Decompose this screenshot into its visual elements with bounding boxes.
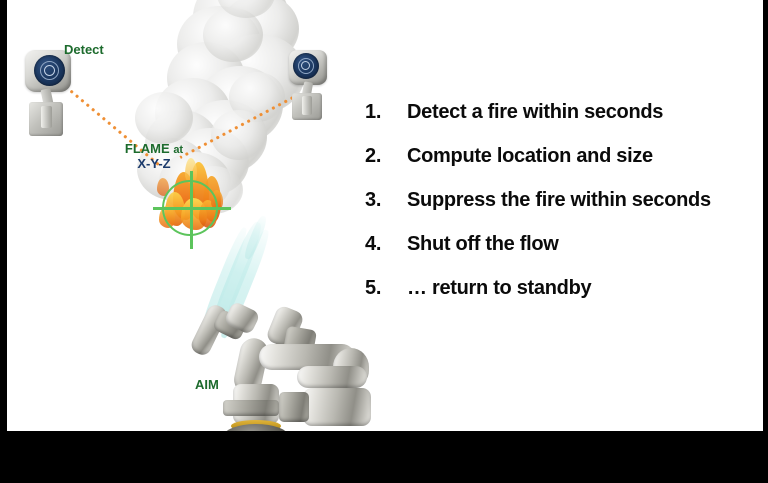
list-item: 1. Detect a fire within seconds [365,101,757,145]
list-item: 4. Shut off the flow [365,233,757,277]
step-number: 4. [365,233,382,255]
step-number: 2. [365,145,382,167]
list-item: 2. Compute location and size [365,145,757,189]
detector-lens-inner [301,61,310,70]
step-text: Detect a fire within seconds [407,101,664,123]
crosshair-target [153,171,231,249]
detector-lens-ring [298,58,314,74]
step-text: Suppress the fire within seconds [407,189,711,211]
detector-bracket-pivot [41,106,52,128]
step-text: … return to standby [407,277,592,299]
label-aim: AIM [195,377,219,392]
monitor-pan-actuator [303,388,371,426]
steps-list: 1. Detect a fire within seconds 2. Compu… [365,101,757,321]
step-number: 1. [365,101,382,123]
reticle-ring [162,180,218,236]
slide-canvas: Detect FLAME at X-Y-Z AIM 1. Detect a fi… [7,0,763,431]
flame-detector-left[interactable] [21,48,77,136]
label-flame-at: at [173,144,184,156]
label-flame-coordinates: FLAME at X-Y-Z [112,142,196,170]
label-detect: Detect [64,42,104,57]
monitor-swivel-clamp [223,400,279,416]
slide-border-right [763,0,768,431]
monitor-pipe-return [297,366,367,388]
list-item: 3. Suppress the fire within seconds [365,189,757,233]
detector-lens-ring [40,61,59,80]
slide-border-bottom [0,431,768,483]
step-text: Shut off the flow [407,233,559,255]
monitor-base-plate [223,424,289,431]
step-text: Compute location and size [407,145,653,167]
monitor-pan-gearbox [279,392,309,422]
label-flame-xyz: X-Y-Z [137,155,171,171]
step-number: 3. [365,189,382,211]
slide-border-left [0,0,7,431]
label-flame-word: FLAME [124,141,170,156]
detector-lens-inner [44,65,55,76]
flame-detector-right[interactable] [285,48,335,120]
list-item: 5. … return to standby [365,277,757,321]
detector-bracket-pivot [302,96,312,115]
step-number: 5. [365,277,382,299]
robotic-water-monitor[interactable] [188,292,383,431]
